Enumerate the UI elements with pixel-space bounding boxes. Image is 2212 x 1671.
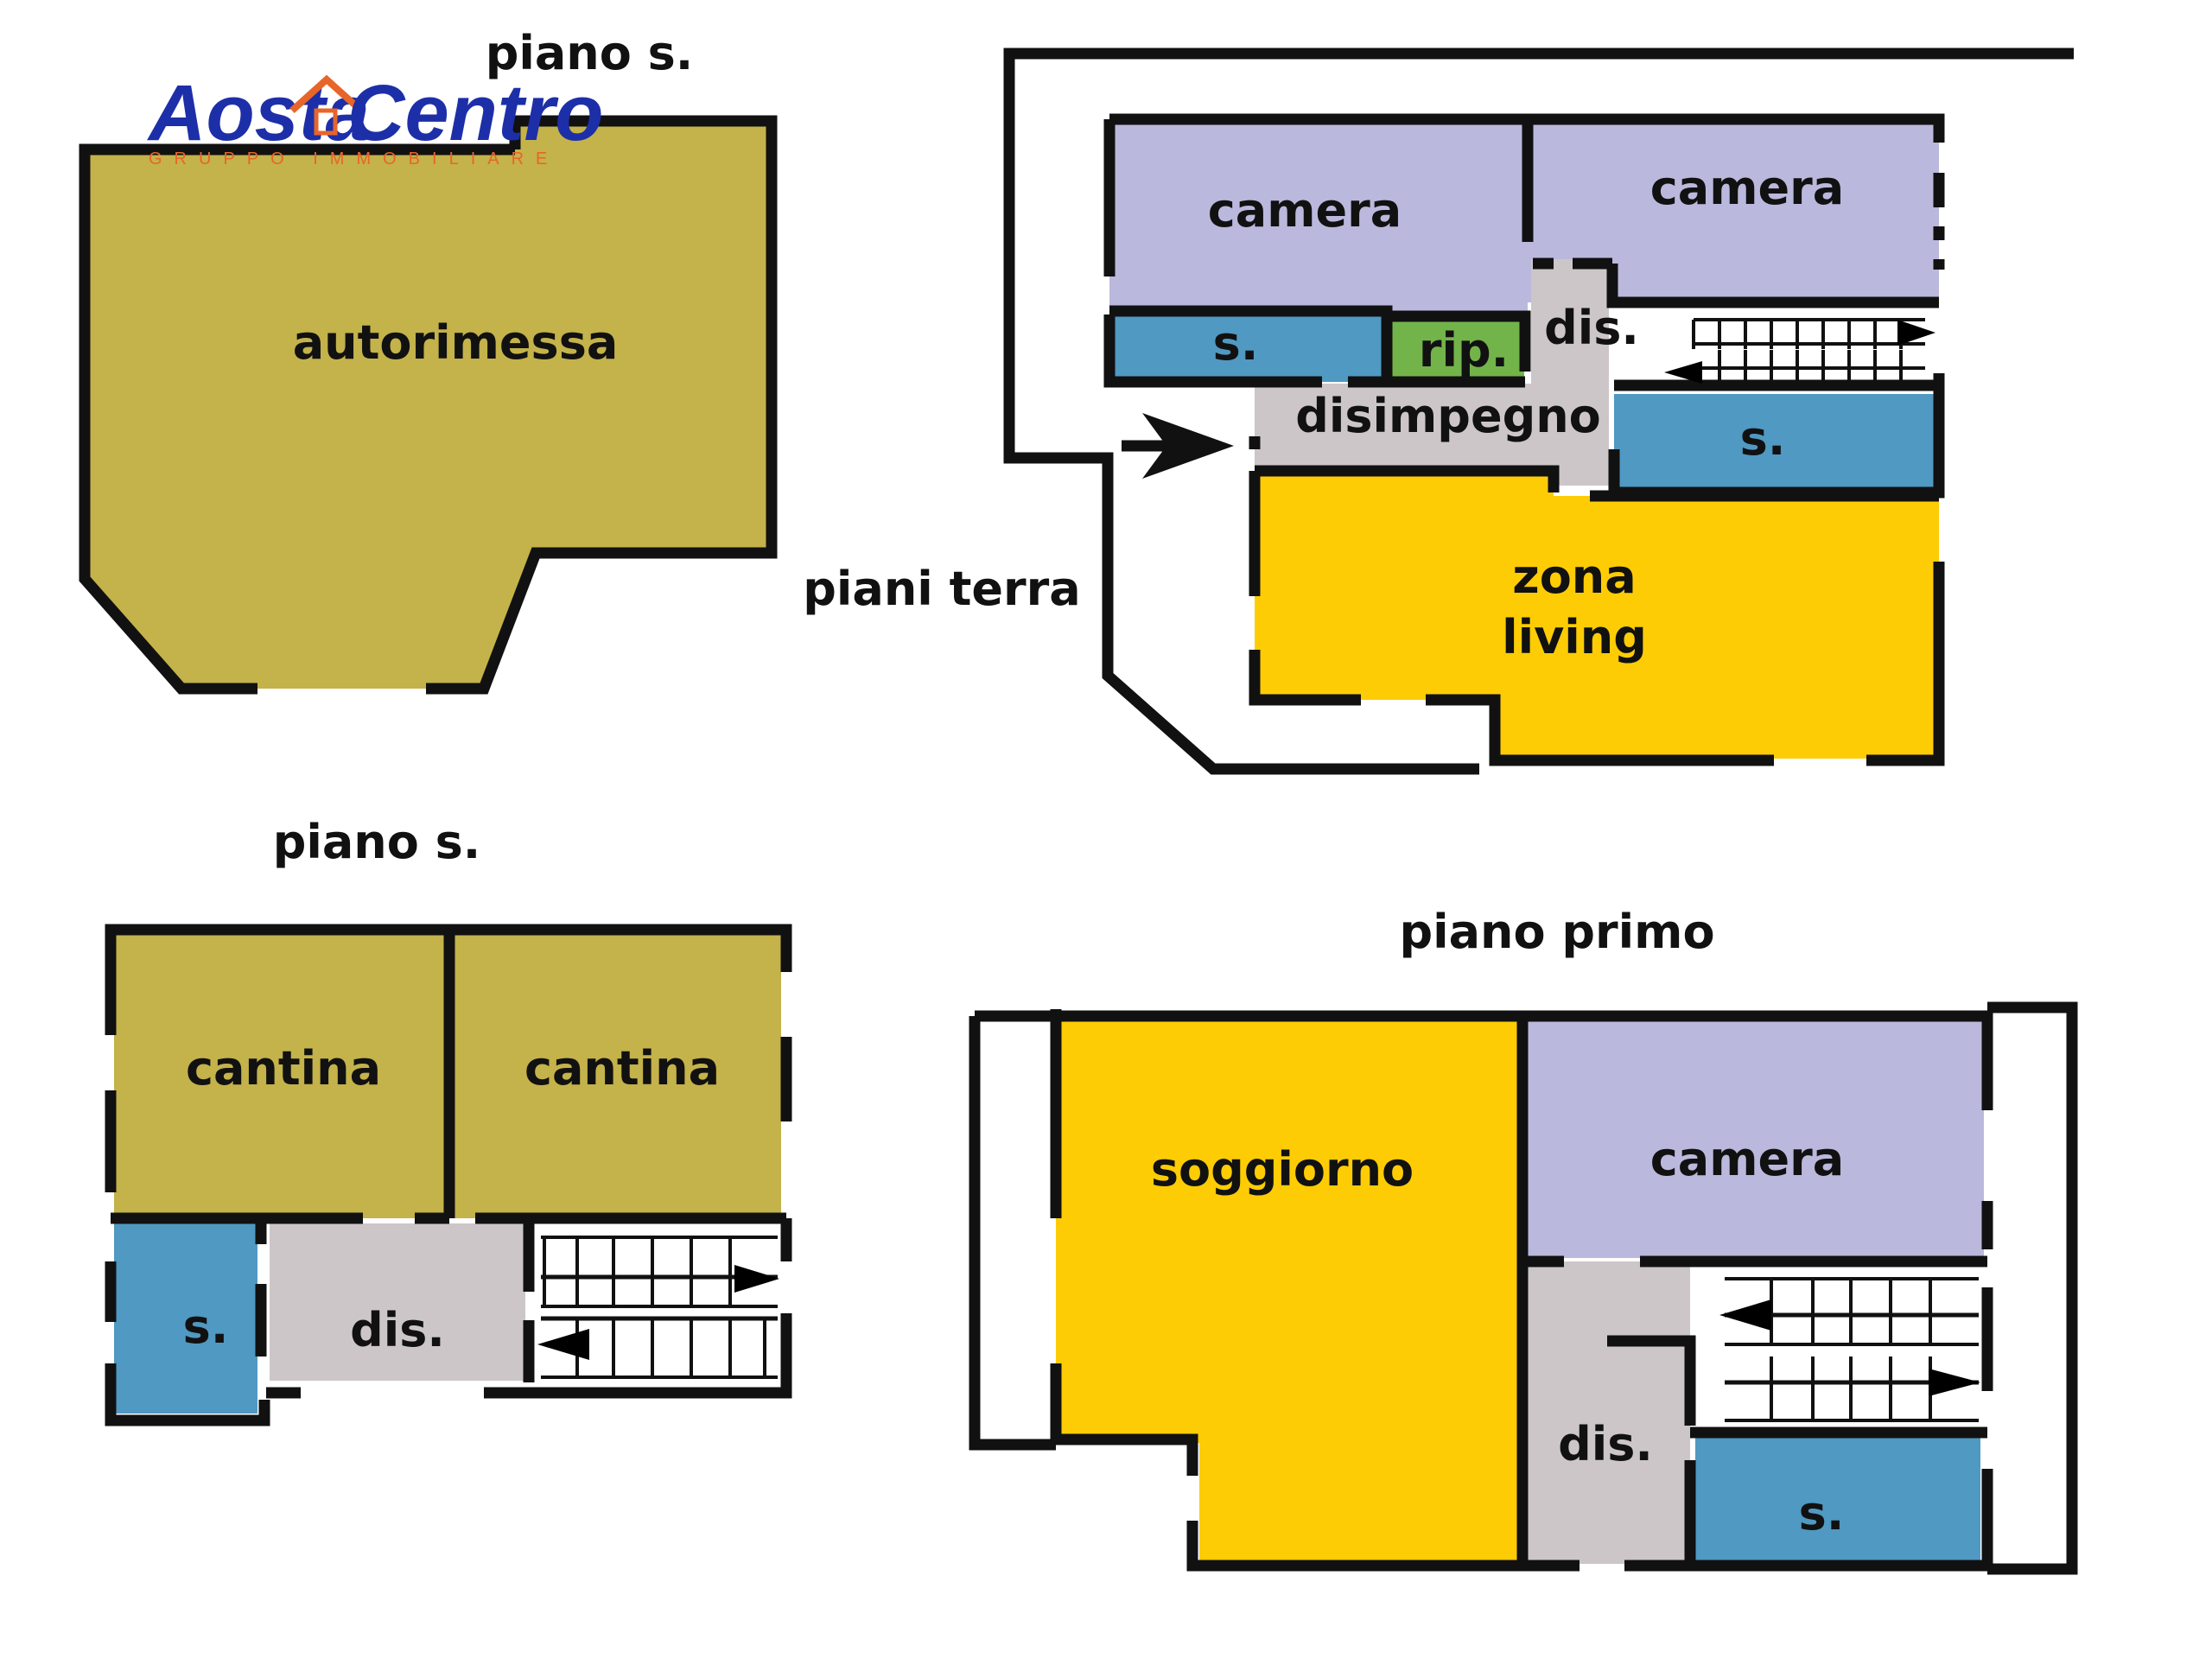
logo: Aosta Centro GRUPPO IMMOBILIARE — [147, 69, 603, 168]
room-cantina-left — [114, 930, 449, 1218]
svg-text:Centro: Centro — [347, 69, 603, 157]
room-bath-basement — [114, 1223, 257, 1414]
wall-ground-boundary — [1003, 48, 2074, 775]
label-cantina-right: cantina — [524, 1041, 720, 1096]
label-bath-basement: s. — [183, 1299, 229, 1354]
floor-basement: cantina cantina s. dis. piano s. — [105, 815, 792, 1426]
wall-ground-interior — [1109, 119, 1945, 502]
wall-garage — [79, 115, 778, 695]
label-storage: rip. — [1419, 323, 1509, 378]
room-soggiorno — [1056, 1018, 1517, 1564]
label-bath-first: s. — [1799, 1486, 1845, 1541]
floor-label-basement: piano s. — [273, 815, 481, 869]
floor-label-ground: piani terra — [803, 562, 1081, 616]
room-bath-first — [1695, 1434, 1980, 1564]
entrance-arrow-icon — [1122, 413, 1234, 479]
label-dis-first: dis. — [1558, 1417, 1653, 1471]
staircase-first — [1719, 1277, 1980, 1422]
floor-garage-level: autorimessa piano s. — [79, 26, 778, 695]
label-dis-ground: dis. — [1544, 301, 1639, 355]
stair-arrow-left-icon — [537, 1329, 589, 1360]
label-autorimessa: autorimessa — [293, 315, 619, 370]
label-camera-left: camera — [1208, 183, 1402, 238]
logo-text-centro: Centro — [347, 69, 603, 157]
stair-arrow-right-icon — [1929, 1369, 1980, 1396]
label-camera-first: camera — [1650, 1132, 1844, 1186]
label-camera-right: camera — [1650, 161, 1844, 215]
label-bath-left: s. — [1213, 316, 1259, 371]
floor-label-first: piano primo — [1399, 905, 1714, 959]
wall-first-frame — [1987, 1001, 2078, 1575]
label-soggiorno: soggiorno — [1151, 1142, 1414, 1197]
room-camera-first — [1522, 1018, 1984, 1258]
floor-ground: camera camera s. rip. dis. disimpegno s.… — [803, 48, 2074, 775]
label-living: living — [1502, 610, 1647, 664]
house-icon — [289, 74, 364, 136]
room-dis-first — [1522, 1261, 1690, 1564]
floor-label-garage: piano s. — [486, 26, 694, 80]
staircase-ground — [1664, 318, 1936, 384]
label-dis-basement: dis. — [350, 1303, 445, 1357]
stair-arrow-left-icon — [1719, 1299, 1771, 1331]
room-disimpegno — [1255, 259, 1609, 486]
stair-arrow-right-icon — [1897, 320, 1936, 346]
staircase-basement — [537, 1236, 779, 1379]
stair-arrow-right-icon — [734, 1265, 779, 1293]
floor-first: soggiorno camera dis. s. piano primo — [969, 905, 2078, 1575]
room-cantina-right — [454, 930, 781, 1218]
logo-subtitle: GRUPPO IMMOBILIARE — [149, 149, 559, 168]
room-bath-left — [1109, 316, 1382, 382]
label-cantina-left: cantina — [186, 1041, 381, 1096]
stair-arrow-left-icon — [1664, 361, 1702, 384]
label-zona: zona — [1512, 550, 1636, 604]
room-zona-living — [1255, 471, 1939, 759]
wall-first-interior — [1050, 1016, 1987, 1566]
room-bath-right — [1614, 394, 1939, 487]
room-storage — [1388, 316, 1524, 378]
label-disimpegno: disimpegno — [1295, 389, 1601, 443]
label-bath-right: s. — [1740, 411, 1786, 466]
room-dis-basement — [270, 1223, 525, 1381]
room-autorimessa — [85, 121, 772, 689]
wall-basement — [105, 924, 792, 1426]
room-camera-left — [1109, 119, 1528, 311]
